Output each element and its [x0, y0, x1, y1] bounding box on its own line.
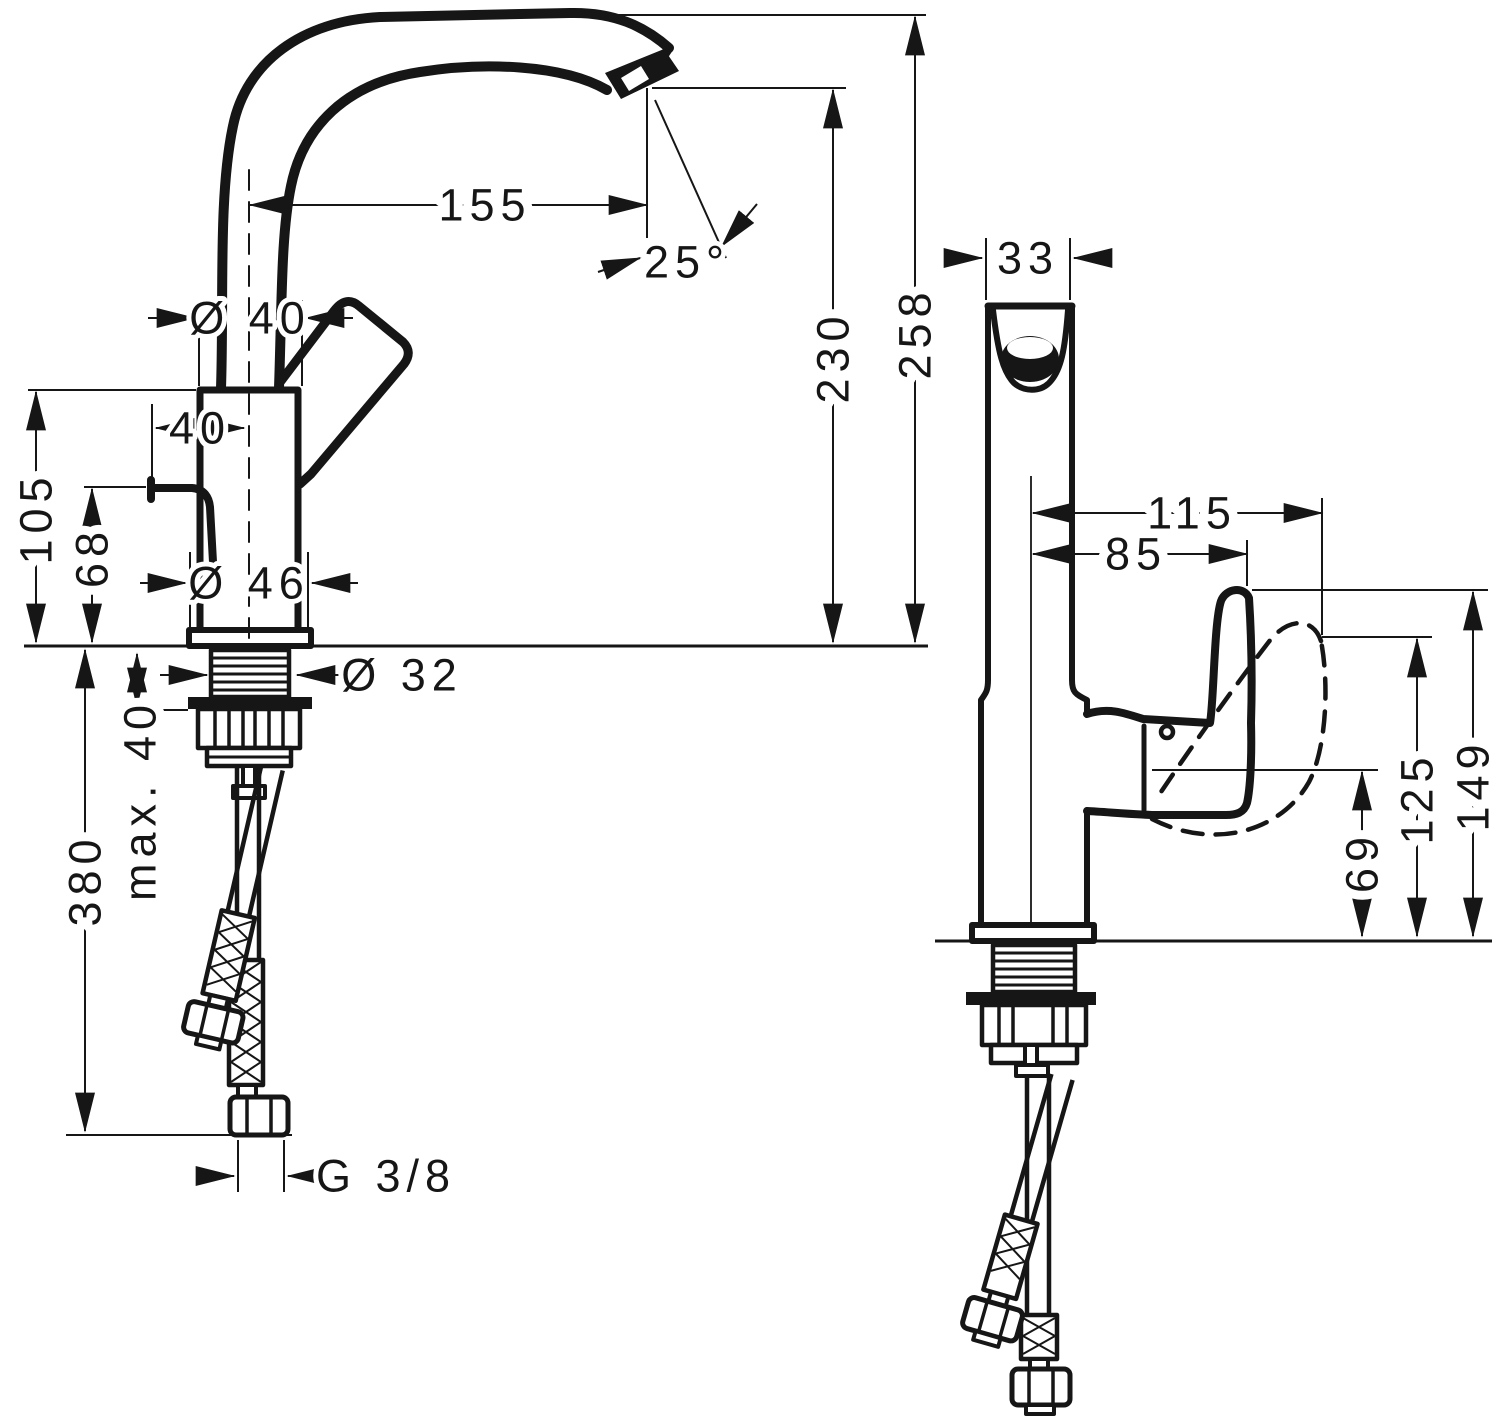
shank-threads [211, 656, 289, 692]
hose-straight-nut-front [1009, 1366, 1073, 1408]
spout-opening-cup [990, 307, 1071, 393]
hose-diagonal-front [960, 1073, 1075, 1349]
hose-straight-tip-front [1024, 1403, 1056, 1416]
side-view-undercounter [24, 644, 928, 1138]
dim-handle-swing-height: 125 [1392, 751, 1443, 844]
front-view-undercounter [935, 939, 1492, 1416]
dim-overall-height: 258 [890, 286, 941, 379]
spout-inner-edge [274, 61, 612, 393]
hose-straight-nut-facets-front [1027, 1369, 1055, 1405]
hose-diagonal-lines [225, 765, 285, 918]
handle-swung-dashed-outer [1149, 638, 1328, 837]
mounting-nut-slots [213, 709, 285, 748]
spout-angle-ray [654, 99, 727, 259]
dim-spout-reach: 155 [438, 180, 531, 231]
angle-leader-right [720, 203, 758, 248]
dim-handle-swing-reach: 115 [1147, 488, 1237, 539]
handle-indicator-dot [1158, 723, 1176, 741]
ext-33 [985, 238, 1071, 300]
dim-connection-thread: G 3/8 [316, 1151, 456, 1202]
ext-g38 [237, 1140, 285, 1192]
column-left-edge [978, 303, 991, 928]
column-right-edge-upper [1069, 303, 1090, 718]
hose-diagonal-nut-facets-front [976, 1300, 1011, 1339]
handle-front [1083, 586, 1256, 819]
body-side [196, 386, 302, 634]
hose-straight-braid-hatch-front [1022, 1317, 1056, 1355]
dim-spout-angle: 25° [644, 237, 730, 288]
dim-handle-reach: 85 [1105, 529, 1167, 580]
dim-spout-width: 33 [997, 233, 1059, 284]
hose-diagonal-tip-front [971, 1329, 1003, 1349]
side-view-faucet-outline [147, 7, 679, 767]
shank-threads-front [993, 951, 1075, 987]
angle-leader-left [597, 257, 642, 280]
side-view-dimensions: 155 25° 230 258 Ø 40 40 [2, 14, 950, 1207]
base-flange-front [969, 922, 1097, 944]
hose-straight-nut [227, 1094, 291, 1138]
dim-base-diameter: Ø 46 [188, 558, 310, 609]
spout-outer-edge [216, 7, 674, 393]
ext-d46 [189, 552, 309, 628]
dim-body-height: 105 [11, 471, 62, 564]
ext-d40 [198, 300, 303, 386]
hose-straight-braid-hatch [230, 961, 262, 1083]
handle-lever-side [276, 297, 413, 489]
dim-top-diameter: Ø 40 [189, 293, 311, 344]
spout-outlet-rim [1007, 337, 1053, 359]
pull-rod-lower-front [1023, 1043, 1039, 1067]
hose-diagonal-nut-facets [198, 1004, 231, 1041]
dim-pull-rod-offset: 40 [169, 403, 231, 454]
front-view-dimensions: 33 115 85 149 125 69 [943, 228, 1499, 938]
pull-rod-lower [241, 764, 257, 788]
handle-swung-dashed-inner [1154, 621, 1324, 801]
side-view: 155 25° 230 258 Ø 40 40 [2, 7, 950, 1207]
dim-lever-pivot-height: 69 [1337, 831, 1388, 893]
aerator-slot [621, 66, 649, 91]
front-view: 33 115 85 149 125 69 [935, 228, 1499, 1416]
front-view-faucet-outline [969, 302, 1328, 944]
hose-straight-nut-facets [245, 1097, 273, 1135]
hose-diagonal-tip [193, 1033, 224, 1052]
dim-max-deck-thickness: max. 40 [115, 699, 166, 901]
mounting-nut-slots-front [997, 1005, 1069, 1045]
rubber-washer [188, 697, 312, 709]
hose-straight-front [1024, 1077, 1052, 1315]
hose-diagonal-braid-front [981, 1212, 1040, 1302]
dim-handle-height: 149 [1448, 738, 1499, 831]
hose-diagonal-lines-front [1008, 1073, 1075, 1223]
hose-diagonal-braid-hatch-front [990, 1218, 1035, 1280]
dim-pull-rod-height: 68 [67, 526, 118, 588]
pull-rod-knob-front [1014, 1063, 1050, 1078]
hose-diagonal [181, 765, 285, 1052]
dim-shank-diameter: Ø 32 [341, 650, 463, 701]
rubber-washer-front [966, 992, 1096, 1005]
drain-pull-rod [147, 476, 217, 566]
dim-hose-length: 380 [60, 833, 111, 926]
dim-outlet-height: 230 [808, 310, 859, 403]
hose-diagonal-braid-hatch [206, 913, 253, 993]
